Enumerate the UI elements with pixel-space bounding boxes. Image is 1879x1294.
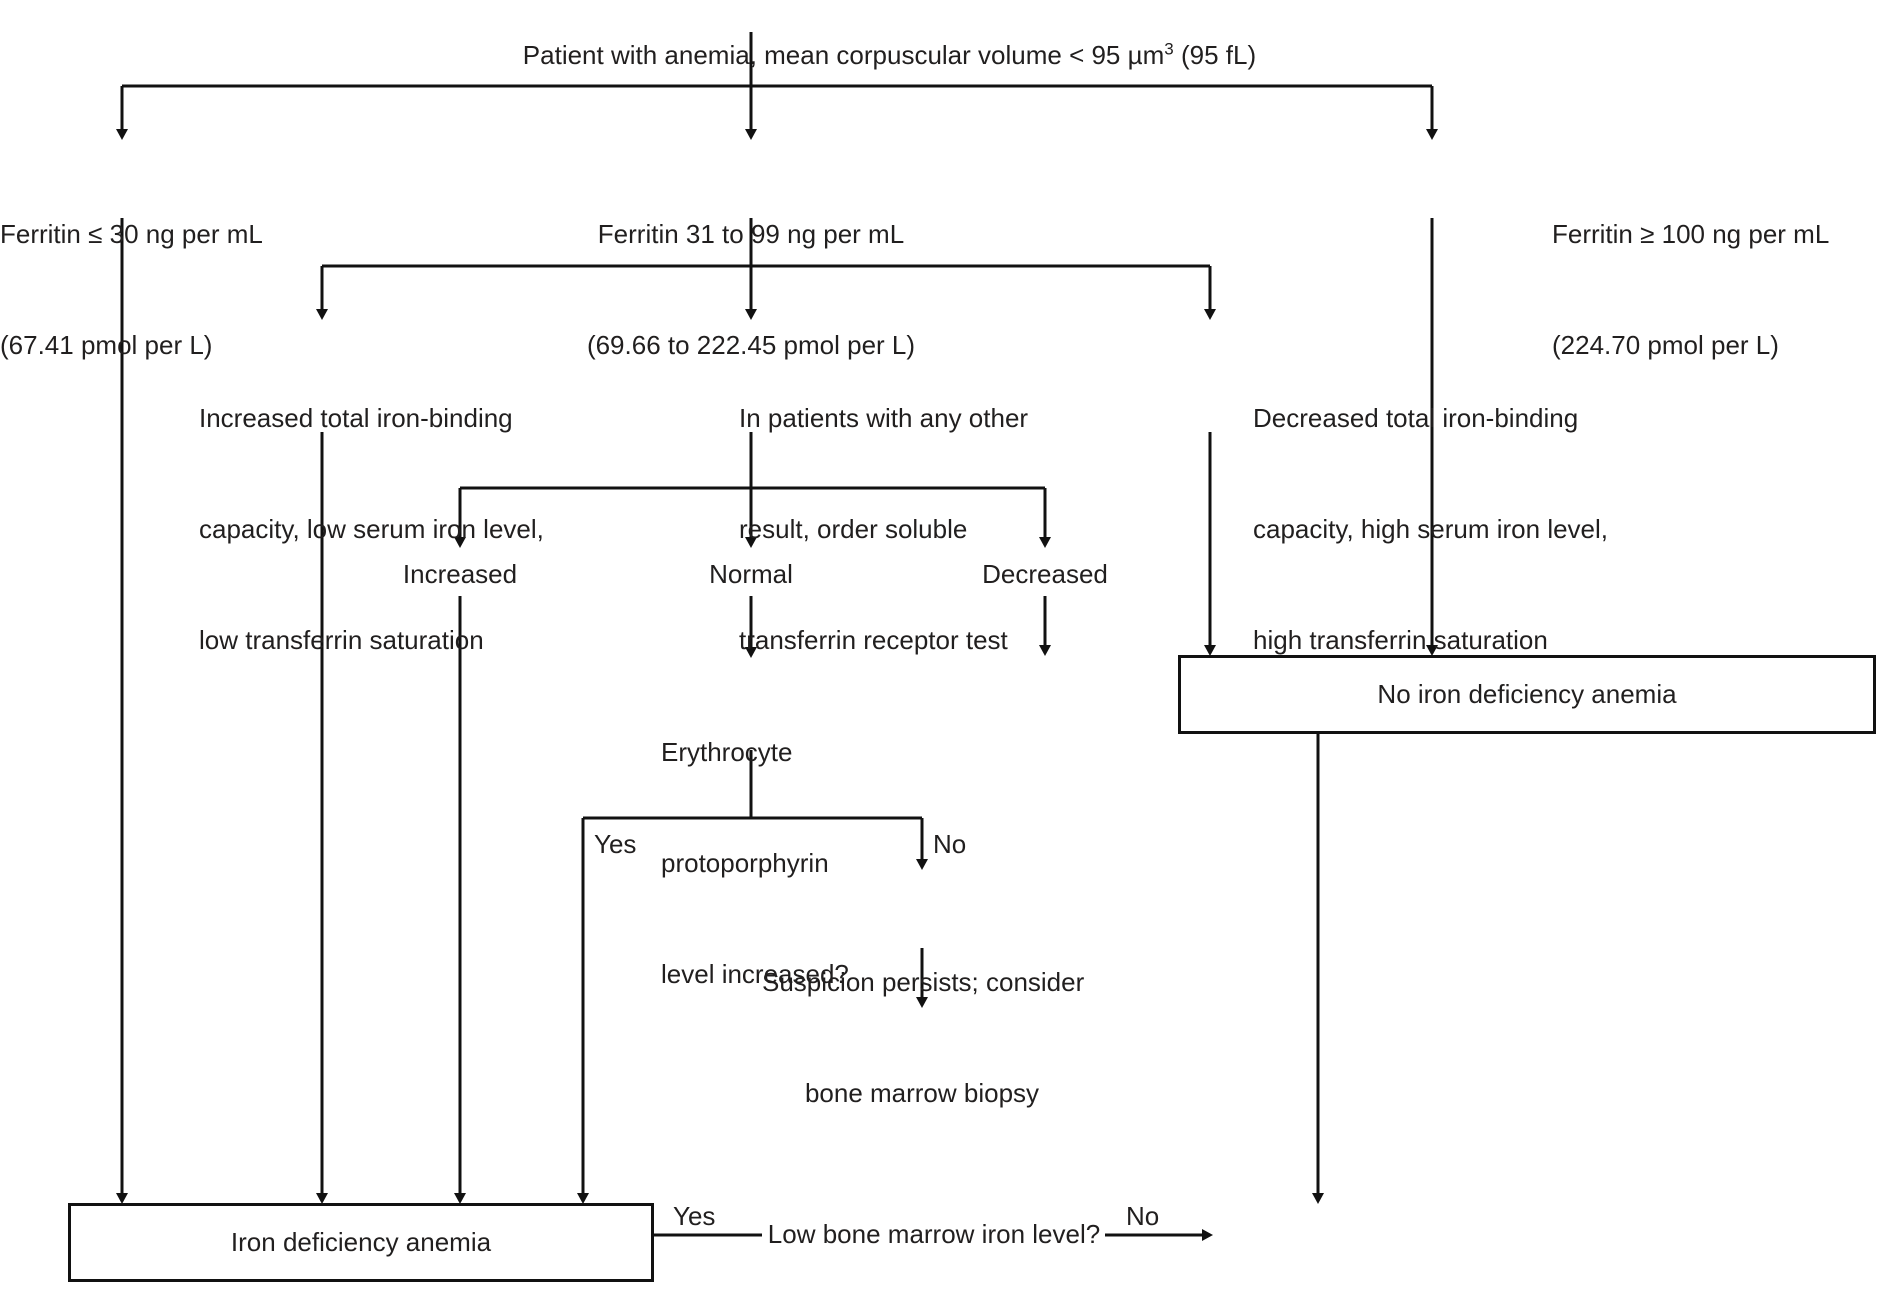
- ferritin-mid-line1: Ferritin 31 to 99 ng per mL: [597, 219, 905, 249]
- eryth-line3: level increased?: [661, 959, 849, 989]
- tibc-decreased-line1: Decreased total iron-binding: [1253, 403, 1579, 433]
- node-stfr-order: In patients with any other result, order…: [739, 326, 1099, 733]
- ferritin-high-line1: Ferritin ≥ 100 ng per mL: [1552, 219, 1830, 249]
- eryth-line1: Erythrocyte: [661, 737, 793, 767]
- node-ferritin-mid: Ferritin 31 to 99 ng per mL (69.66 to 22…: [551, 142, 951, 438]
- node-marrow-question: Low bone marrow iron level?: [767, 1219, 1101, 1249]
- eryth-line2: protoporphyrin: [661, 848, 829, 878]
- node-erythrocyte-protoporphyrin: Erythrocyte protoporphyrin level increas…: [661, 660, 921, 1067]
- edge-label-marrow-yes: Yes: [673, 1201, 716, 1231]
- root-title-superscript: 3: [1164, 39, 1174, 59]
- ferritin-low-line1: Ferritin ≤ 30 ng per mL: [0, 219, 263, 249]
- root-title: Patient with anemia, mean corpuscular vo…: [340, 0, 1410, 111]
- node-tibc-decreased: Decreased total iron-binding capacity, h…: [1253, 326, 1643, 733]
- ida-label: Iron deficiency anemia: [230, 1227, 492, 1257]
- node-stfr-decreased: Decreased: [982, 559, 1108, 589]
- node-stfr-normal: Normal: [709, 559, 793, 589]
- edge-label-marrow-no: No: [1126, 1201, 1160, 1231]
- tibc-decreased-line3: high transferrin saturation: [1253, 625, 1548, 655]
- node-ferritin-low: Ferritin ≤ 30 ng per mL (67.41 pmol per …: [0, 142, 330, 438]
- stfr-order-line3: transferrin receptor test: [739, 625, 1008, 655]
- ferritin-high-line2: (224.70 pmol per L): [1552, 330, 1779, 360]
- edge-label-eryth-no: No: [933, 829, 967, 859]
- ferritin-low-line2: (67.41 pmol per L): [0, 330, 213, 360]
- root-title-suffix: (95 fL): [1173, 40, 1257, 70]
- node-workup-other-causes: Workup for other causes of anemia: [1222, 1216, 1522, 1294]
- no-ida-label: No iron deficiency anemia: [1377, 679, 1677, 709]
- tibc-increased-line3: low transferrin saturation: [199, 625, 484, 655]
- suspicion-line1: Suspicion persists; consider: [762, 967, 1085, 997]
- stfr-order-line2: result, order soluble: [739, 514, 968, 544]
- node-no-iron-deficiency-anemia-box: No iron deficiency anemia: [1178, 655, 1876, 734]
- edge-label-eryth-yes: Yes: [594, 829, 637, 859]
- node-stfr-increased: Increased: [402, 559, 518, 589]
- tibc-decreased-line2: capacity, high serum iron level,: [1253, 514, 1609, 544]
- tibc-increased-line1: Increased total iron-binding: [199, 403, 513, 433]
- node-suspicion-persists: Suspicion persists; consider bone marrow…: [762, 890, 1085, 1186]
- ferritin-mid-line2: (69.66 to 222.45 pmol per L): [586, 330, 916, 360]
- stfr-order-line1: In patients with any other: [739, 403, 1029, 433]
- suspicion-line2: bone marrow biopsy: [804, 1078, 1040, 1108]
- tibc-increased-line2: capacity, low serum iron level,: [199, 514, 544, 544]
- node-tibc-increased: Increased total iron-binding capacity, l…: [199, 326, 579, 733]
- node-iron-deficiency-anemia-box: Iron deficiency anemia: [68, 1203, 654, 1282]
- root-title-text: Patient with anemia, mean corpuscular vo…: [522, 40, 1165, 70]
- workup-line1: Workup for other: [1222, 1290, 1522, 1294]
- node-ferritin-high: Ferritin ≥ 100 ng per mL (224.70 pmol pe…: [1552, 142, 1879, 438]
